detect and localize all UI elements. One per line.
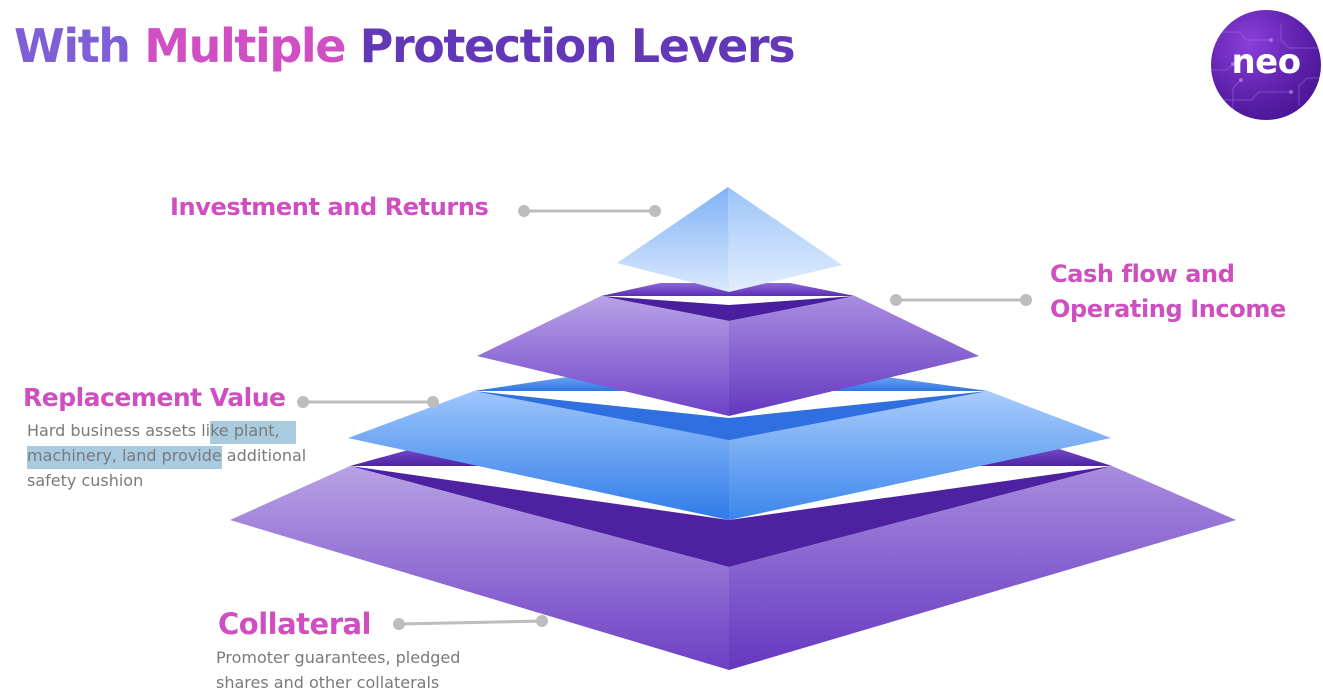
label-cash-flow: Cash flow and Operating Income — [1050, 257, 1286, 327]
connector-investment — [518, 205, 661, 217]
pyramid-layer-cash-flow — [477, 283, 979, 416]
logo-text: neo — [1231, 42, 1301, 82]
label-replacement-value: Replacement Value — [23, 383, 286, 412]
title-part-multiple: Multiple — [144, 19, 346, 73]
text-selection-highlight-line1 — [210, 421, 296, 444]
circuit-pattern-icon — [1211, 24, 1321, 110]
page-title: With Multiple Protection Levers — [14, 14, 796, 78]
title-part-with: With — [14, 19, 145, 73]
connector-cash-flow — [890, 294, 1032, 306]
label-collateral: Collateral — [218, 607, 372, 641]
connector-collateral — [393, 615, 548, 630]
label-cash-flow-line2: Operating Income — [1050, 295, 1286, 323]
pyramid-layer-investment — [617, 187, 842, 292]
text-selection-highlight-line2 — [27, 446, 222, 469]
label-investment-and-returns: Investment and Returns — [170, 193, 489, 221]
collateral-description: Promoter guarantees, pledged shares and … — [216, 648, 461, 692]
label-cash-flow-line1: Cash flow and — [1050, 260, 1235, 288]
connector-replacement-value — [297, 396, 439, 408]
title-part-protection-levers: Protection Levers — [345, 19, 796, 73]
neo-logo: neo — [1211, 10, 1321, 120]
replacement-value-description: Hard business assets like plant, machine… — [27, 421, 307, 490]
